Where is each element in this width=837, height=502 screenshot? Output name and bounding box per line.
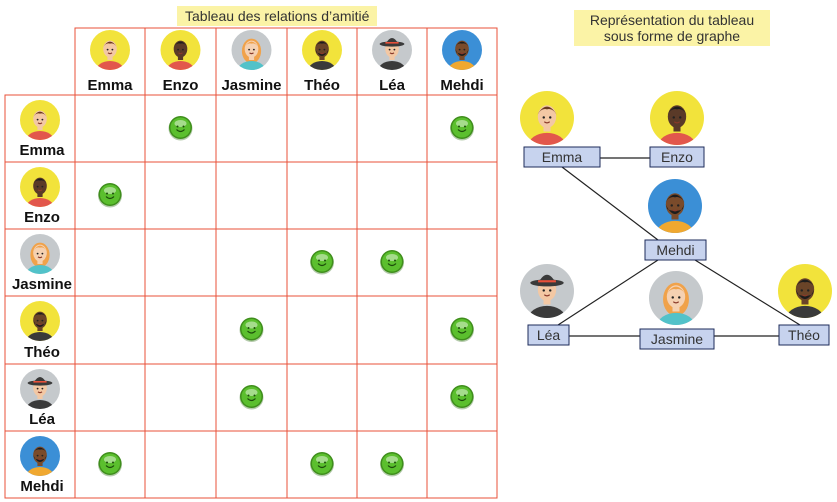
friendship-dot	[168, 116, 193, 141]
column-header-name: Théo	[304, 77, 340, 94]
avatar-theo	[20, 301, 60, 341]
matrix-cell	[215, 430, 288, 499]
graph-node-box	[639, 328, 715, 350]
matrix-cell	[286, 161, 358, 230]
graph-node-mehdi: Mehdi	[644, 179, 707, 261]
graph-edges	[557, 157, 801, 337]
graph-node-lea: Léa	[520, 264, 574, 346]
matrix-cell	[144, 295, 217, 365]
friendship-dot	[380, 452, 404, 477]
matrix-cell	[215, 161, 288, 230]
graph-node-box	[523, 146, 601, 168]
matrix-cell	[286, 94, 358, 163]
friendship-dot	[239, 317, 264, 342]
friendship-dot	[450, 385, 474, 410]
graph-node-box	[644, 239, 707, 261]
row-header-name: Jasmine	[12, 276, 72, 293]
avatar-mehdi	[648, 179, 702, 233]
matrix-cell	[356, 295, 428, 365]
avatar-lea	[20, 369, 60, 409]
graph-node-box	[778, 324, 830, 346]
matrix-cell	[144, 363, 217, 432]
avatar-emma	[90, 30, 130, 70]
friendship-dot	[380, 250, 404, 275]
friendship-dot	[98, 452, 122, 477]
graph-node-jasmine: Jasmine	[639, 271, 715, 350]
matrix-cell	[356, 363, 428, 432]
graph-node-label: Jasmine	[651, 331, 703, 347]
avatar-lea	[520, 264, 574, 318]
matrix-cell	[144, 430, 217, 499]
avatar-enzo	[20, 167, 60, 207]
matrix-cell	[426, 228, 498, 297]
graph-edge	[694, 259, 801, 326]
graph-node-box	[649, 146, 705, 168]
avatar-enzo	[160, 30, 201, 70]
friendship-matrix: EmmaEmmaEnzoEnzoJasmineJasmineThéoThéoLé…	[4, 27, 498, 499]
graph-node-emma: Emma	[520, 91, 601, 168]
row-header-name: Léa	[29, 411, 56, 428]
matrix-cell	[426, 430, 498, 499]
graph-title: Représentation du tableau sous forme de …	[574, 10, 770, 46]
avatar-jasmine	[649, 271, 703, 325]
matrix-cell	[426, 161, 498, 230]
graph-node-label: Mehdi	[656, 242, 694, 258]
matrix-cell	[215, 94, 288, 163]
matrix-cell	[286, 363, 358, 432]
graph-edge	[561, 166, 659, 241]
row-header-name: Emma	[19, 142, 65, 159]
graph-node-label: Enzo	[661, 149, 693, 165]
friendship-dot	[450, 317, 474, 342]
matrix-cell	[286, 295, 358, 365]
graph-node-label: Emma	[542, 149, 583, 165]
graph-node-box	[527, 324, 570, 346]
friendship-dot	[450, 116, 474, 141]
avatar-enzo	[650, 91, 704, 145]
graph-edge	[557, 259, 659, 326]
avatar-lea	[372, 30, 412, 70]
graph-node-enzo: Enzo	[649, 91, 705, 168]
avatar-mehdi	[20, 436, 60, 476]
avatar-emma	[520, 91, 574, 145]
graph-node-label: Léa	[537, 327, 561, 343]
column-header-name: Léa	[379, 77, 406, 94]
avatar-jasmine	[231, 30, 272, 70]
column-header-name: Emma	[87, 77, 133, 94]
matrix-cell	[74, 295, 146, 365]
matrix-cell	[74, 228, 146, 297]
row-header-name: Enzo	[24, 209, 60, 226]
matrix-title: Tableau des relations d’amitié	[177, 6, 378, 26]
avatar-mehdi	[442, 30, 482, 70]
matrix-cell	[144, 228, 217, 297]
column-header-name: Jasmine	[221, 77, 281, 94]
row-header-name: Théo	[24, 344, 60, 361]
matrix-cell	[215, 228, 288, 297]
graph-title-line2: sous forme de graphe	[603, 28, 741, 44]
friendship-dot	[310, 452, 334, 477]
friendship-dot	[98, 183, 122, 208]
avatar-emma	[20, 100, 60, 140]
column-header-name: Enzo	[163, 77, 199, 94]
matrix-cell	[74, 94, 146, 163]
friendship-dot	[310, 250, 334, 275]
matrix-cell	[356, 94, 428, 163]
graph-title-line1: Représentation du tableau	[589, 12, 755, 28]
row-header-name: Mehdi	[20, 478, 63, 495]
avatar-theo	[778, 264, 832, 318]
graph-node-label: Théo	[788, 327, 820, 343]
friendship-dot	[239, 385, 264, 410]
graph-node-theo: Théo	[778, 264, 832, 346]
matrix-cell	[144, 161, 217, 230]
matrix-cell	[74, 363, 146, 432]
avatar-theo	[302, 30, 342, 70]
matrix-cell	[356, 161, 428, 230]
avatar-jasmine	[20, 234, 60, 274]
column-header-name: Mehdi	[440, 77, 483, 94]
